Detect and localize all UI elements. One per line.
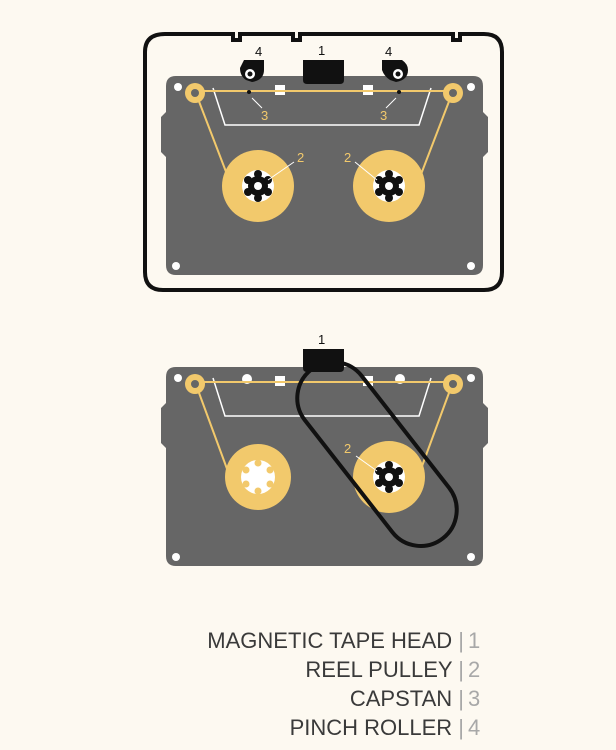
screw-hole	[467, 374, 475, 382]
legend-item-reel-pulley: REEL PULLEY |2	[207, 655, 488, 684]
label-reel-right: 2	[344, 150, 351, 165]
capstan-right	[397, 90, 401, 94]
label-capstan-right: 3	[380, 108, 387, 123]
legend-separator: |	[458, 686, 464, 711]
leader-line	[354, 161, 378, 181]
legend-label: CAPSTAN	[349, 686, 453, 711]
screw-hole	[174, 83, 182, 91]
reel-pulley-right	[353, 441, 425, 513]
legend-separator: |	[458, 657, 464, 682]
tape-deck-outline	[143, 32, 504, 292]
legend-separator: |	[458, 715, 464, 740]
leader-line	[385, 97, 397, 109]
reel-pulley-left-empty	[225, 444, 291, 510]
screw-hole	[172, 553, 180, 561]
legend-label: REEL PULLEY	[305, 657, 453, 682]
pinch-roller-right	[382, 60, 408, 82]
screw-hole	[467, 553, 475, 561]
leader-line	[355, 455, 378, 472]
bottom-figure: 1 2	[161, 332, 488, 566]
label-head: 1	[318, 332, 325, 347]
guide-roller-left	[185, 83, 205, 103]
screw-hole	[174, 374, 182, 382]
legend-item-magnetic-tape-head: MAGNETIC TAPE HEAD |1	[207, 626, 488, 655]
legend-separator: |	[458, 628, 464, 653]
legend-item-pinch-roller: PINCH ROLLER |4	[207, 713, 488, 742]
legend-item-capstan: CAPSTAN |3	[207, 684, 488, 713]
cassette-mechanism-diagram: 1 4 4 3 3 2 2	[143, 32, 504, 566]
label-head: 1	[318, 43, 325, 58]
tape-window-frame-bottom	[212, 377, 432, 417]
tape-window-frame-top	[212, 87, 432, 126]
legend-number: 3	[468, 686, 481, 711]
label-roller-right: 4	[385, 44, 392, 59]
top-figure: 1 4 4 3 3 2 2	[143, 32, 504, 292]
label-capstan-left: 3	[261, 108, 268, 123]
magnetic-tape-head-bottom	[303, 349, 344, 372]
leader-line	[267, 161, 295, 181]
legend-label: PINCH ROLLER	[289, 715, 453, 740]
magnetic-tape-head-top	[303, 60, 344, 84]
guide-roller-right	[443, 83, 463, 103]
label-reel-right: 2	[344, 441, 351, 456]
reel-pulley-right	[353, 150, 425, 222]
label-roller-left: 4	[255, 44, 262, 59]
legend-number: 2	[468, 657, 481, 682]
legend-number: 1	[468, 628, 481, 653]
screw-hole	[467, 262, 475, 270]
capstan-left	[247, 90, 251, 94]
reel-pulley-left	[222, 150, 294, 222]
screw-hole	[467, 83, 475, 91]
tape-path-bottom	[194, 381, 454, 478]
screw-hole	[172, 262, 180, 270]
cassette-body-bottom	[161, 367, 488, 566]
cassette-body-top	[161, 76, 488, 275]
legend: MAGNETIC TAPE HEAD |1 REEL PULLEY |2 CAP…	[207, 626, 488, 742]
legend-label: MAGNETIC TAPE HEAD	[207, 628, 453, 653]
guide-roller-right	[443, 374, 463, 394]
label-reel-left: 2	[297, 150, 304, 165]
pinch-roller-left	[240, 60, 264, 82]
leader-line	[251, 97, 263, 109]
guide-roller-left	[185, 374, 205, 394]
legend-number: 4	[468, 715, 481, 740]
